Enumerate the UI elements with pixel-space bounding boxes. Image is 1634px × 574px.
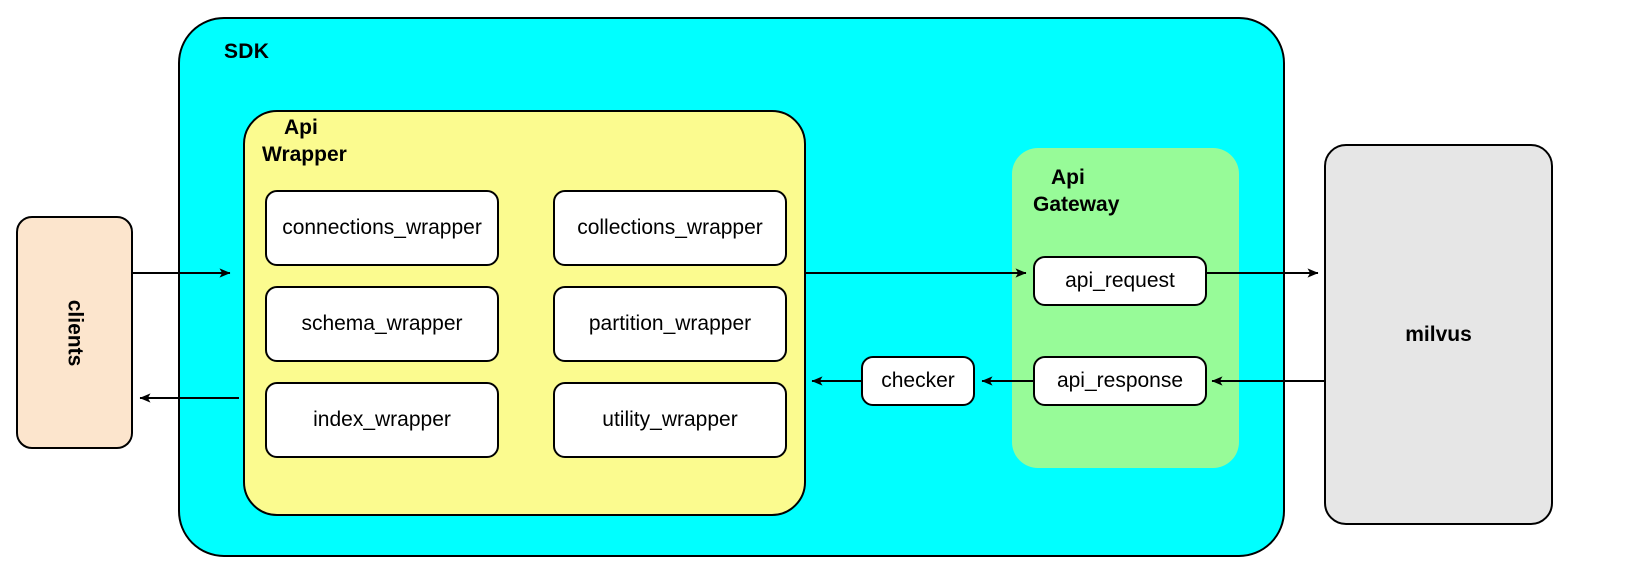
api-gateway-container[interactable]: [1012, 148, 1239, 468]
api-gateway-label-line2: Gateway: [1033, 192, 1120, 216]
node-checker[interactable]: checker: [861, 356, 975, 406]
api-gateway-label: Api Gateway: [1033, 165, 1213, 219]
node-milvus[interactable]: milvus: [1324, 144, 1553, 525]
node-utility-wrapper[interactable]: utility_wrapper: [553, 382, 787, 458]
node-api-response[interactable]: api_response: [1033, 356, 1207, 406]
api-wrapper-label-line1: Api: [284, 116, 318, 139]
api-gateway-label-line1: Api: [1051, 166, 1085, 189]
api-wrapper-label-line2: Wrapper: [262, 142, 347, 166]
node-connections-wrapper[interactable]: connections_wrapper: [265, 190, 499, 266]
clients-label-text: clients: [63, 299, 87, 366]
node-collections-wrapper[interactable]: collections_wrapper: [553, 190, 787, 266]
sdk-label: SDK: [224, 40, 270, 63]
clients-label-rotated: clients: [16, 216, 133, 449]
node-index-wrapper[interactable]: index_wrapper: [265, 382, 499, 458]
node-partition-wrapper[interactable]: partition_wrapper: [553, 286, 787, 362]
node-api-request[interactable]: api_request: [1033, 256, 1207, 306]
node-clients[interactable]: [16, 216, 133, 449]
node-schema-wrapper[interactable]: schema_wrapper: [265, 286, 499, 362]
api-wrapper-label: Api Wrapper: [262, 115, 412, 169]
